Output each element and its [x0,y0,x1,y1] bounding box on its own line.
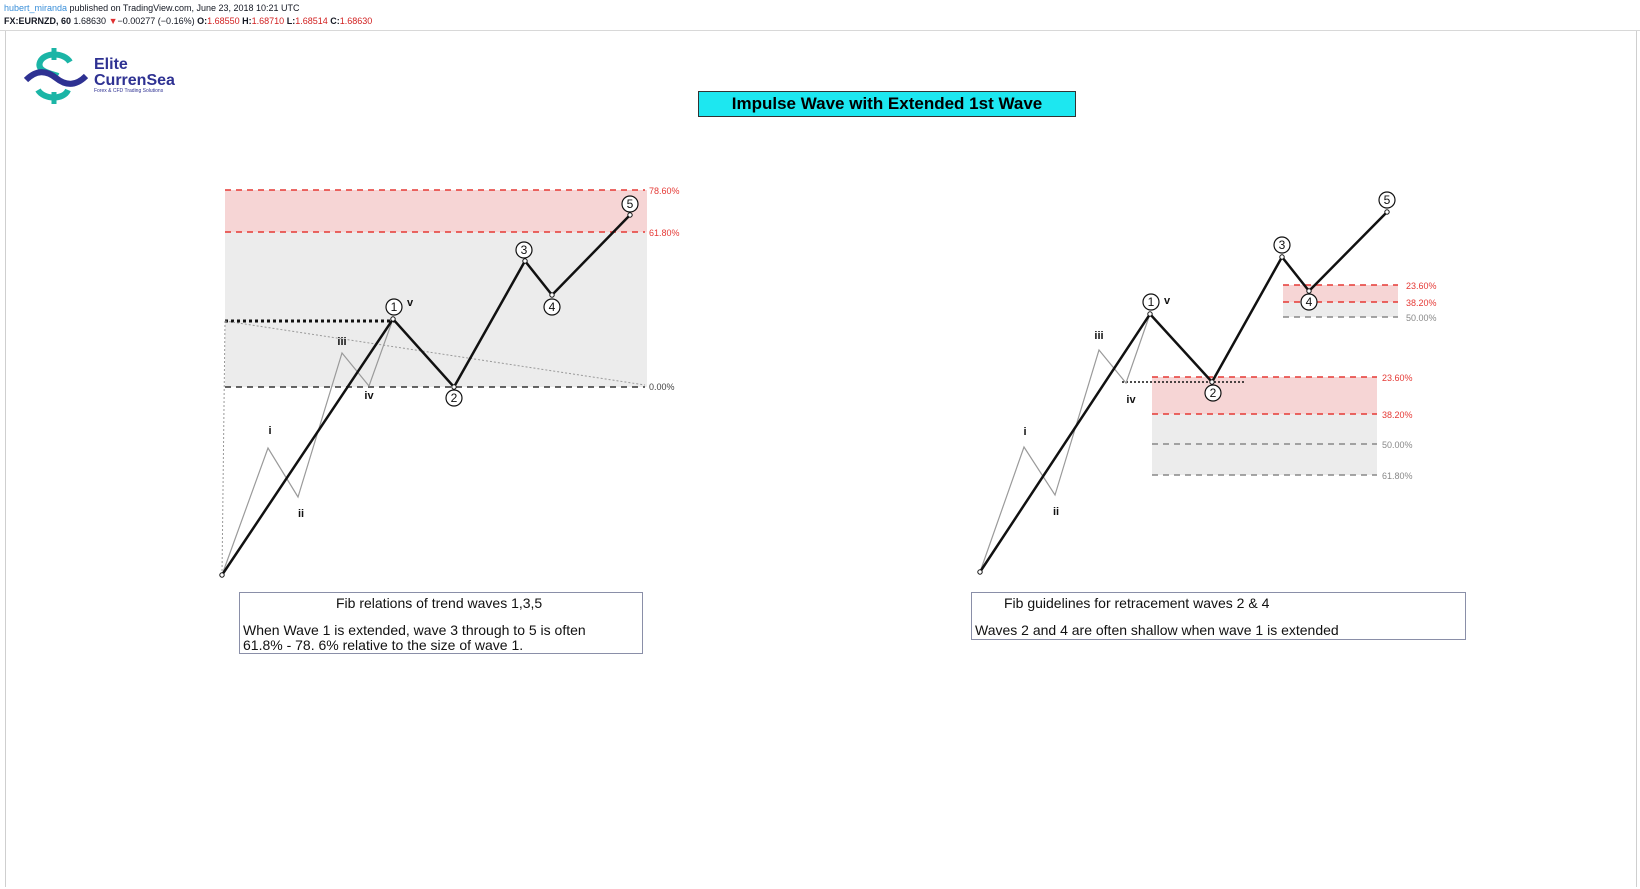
left-main-wave-path [220,214,631,576]
right-wave-markers: 1 2 3 4 5 [1142,191,1396,402]
right-main-wave-path [978,211,1388,573]
left-note-heading: Fib relations of trend waves 1,3,5 [336,595,543,611]
right-subwave-labels: i ii iii iv v [1023,295,1170,518]
left-fib-pink-zone [225,190,647,232]
publish-text: published on TradingView.com, June 23, 2… [67,3,300,13]
left-sub-ii-label: ii [298,508,304,520]
publish-info: hubert_miranda published on TradingView.… [4,2,300,15]
right-w4-50-label: 50.00% [1406,313,1437,323]
right-pivot-points [977,209,1390,575]
right-w2-236-label: 23.60% [1382,373,1413,383]
right-w4-236-label: 23.60% [1406,281,1437,291]
right-wave-4-label: 4 [1306,295,1313,309]
left-fib-gray-zone [225,232,647,387]
left-fib-0-label: 0.00% [649,382,675,392]
right-sub-ii-label: ii [1053,506,1059,518]
close-value: 1.68630 [339,16,373,26]
author-link[interactable]: hubert_miranda [4,3,68,13]
left-subwave-labels: i ii iii iv v [268,297,413,520]
left-pivot-points [219,212,633,578]
left-wave-3-label: 3 [521,243,528,257]
right-wave-3-label: 3 [1279,238,1286,252]
left-wave-4-label: 4 [549,300,556,314]
right-sub-iii-label: iii [1094,330,1103,342]
down-arrow-icon: ▼ [108,16,118,26]
right-subwave-path [979,313,1151,573]
right-w2-50-label: 50.00% [1382,440,1413,450]
left-note-box[interactable]: Fib relations of trend waves 1,3,5 When … [239,592,643,654]
right-note-box[interactable]: Fib guidelines for retracement waves 2 &… [971,592,1466,640]
right-note-body: Waves 2 and 4 are often shallow when wav… [975,623,1339,638]
symbol-label[interactable]: FX:EURNZD, 60 [4,16,72,26]
right-note-heading: Fib guidelines for retracement waves 2 &… [1004,595,1270,611]
chart-title[interactable]: Impulse Wave with Extended 1st Wave [698,91,1076,117]
left-wave-1-label: 1 [391,300,398,314]
left-trend-dotted [224,320,646,386]
last-price: 1.68630 [73,16,107,26]
open-value: 1.68550 [207,16,240,26]
open-label: O: [197,16,208,26]
right-w2-382-label: 38.20% [1382,410,1413,420]
left-fib-786-label: 78.60% [649,186,680,196]
logo-line1: Elite [94,56,128,73]
left-note-line1: When Wave 1 is extended, wave 3 through … [243,622,586,638]
low-value: 1.68514 [295,16,328,26]
left-wave-5-label: 5 [627,197,634,211]
left-sub-v-label: v [407,297,414,309]
close-label: C: [330,16,340,26]
right-sub-v-label: v [1164,295,1171,307]
right-note-line1: Waves 2 and 4 are often shallow when wav… [975,622,1339,638]
right-w4-382-label: 38.20% [1406,298,1437,308]
logo: Elite CurrenSea Forex & CFD Trading Solu… [23,46,194,106]
low-label: L: [286,16,296,26]
right-w2-pink-zone [1152,377,1377,414]
right-w2-618-label: 61.80% [1382,471,1413,481]
left-note-body: When Wave 1 is extended, wave 3 through … [243,623,586,653]
left-sub-i-label: i [268,425,271,437]
right-wave-5-label: 5 [1384,193,1391,207]
left-sub-iii-label: iii [337,336,346,348]
right-w4-gray-zone [1283,302,1398,317]
left-subwave-path [221,318,394,576]
left-helper-lines [221,319,646,576]
high-value: 1.68710 [251,16,285,26]
left-note-line2: 61.8% - 78. 6% relative to the size of w… [243,637,524,653]
right-wave-1-label: 1 [1148,295,1155,309]
high-label: H: [242,16,252,26]
logo-tagline: Forex & CFD Trading Solutions [94,88,164,94]
left-fib-zones: 78.60% 61.80% 0.00% [225,186,680,392]
symbol-info: FX:EURNZD, 60 1.68630 ▼−0.00277 (−0.16%)… [4,15,372,28]
price-change: −0.00277 (−0.16%) [117,16,195,26]
left-sub-iv-label: iv [364,390,374,402]
left-fib-618-label: 61.80% [649,228,680,238]
chart-header: hubert_miranda published on TradingView.… [0,0,1640,31]
logo-line2: CurrenSea [94,72,175,89]
right-sub-i-label: i [1023,426,1026,438]
right-fib-wave2-zone: 23.60% 38.20% 50.00% 61.80% [1152,373,1413,481]
left-wave-2-label: 2 [451,391,458,405]
left-vertical-dotted [221,320,226,576]
right-wave-2-label: 2 [1210,386,1217,400]
right-sub-iv-label: iv [1126,394,1136,406]
right-w4-pink-zone [1283,285,1398,302]
s-wave-logo-icon [23,48,89,104]
left-wave-markers: 1 2 3 4 5 [385,195,639,407]
